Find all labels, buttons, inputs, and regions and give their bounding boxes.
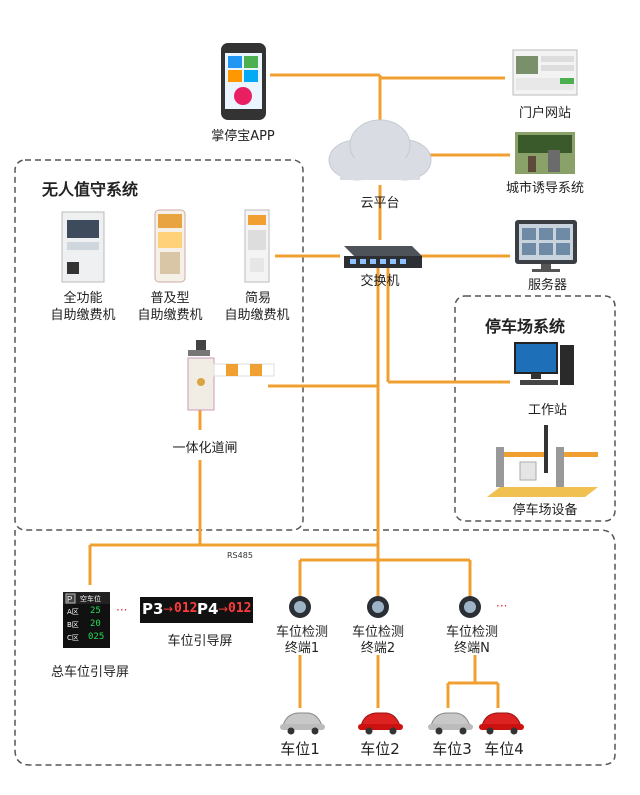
- label-detector-nb: 终端N: [454, 641, 490, 656]
- unattended-group-box: [14, 159, 304, 531]
- label-switch: 交换机: [360, 274, 400, 289]
- label-detector-2a: 车位检测: [351, 625, 404, 640]
- main-guidance-screen-icon: [63, 592, 110, 648]
- label-detector-na: 车位检测: [445, 625, 498, 640]
- label-spot-3: 车位3: [432, 740, 472, 758]
- barrier-gate-icon: [187, 340, 275, 411]
- guide-p4-label: P4: [197, 600, 219, 618]
- main-screen-p-icon: P: [67, 595, 72, 604]
- phone-app-icon: [221, 43, 266, 120]
- group-title-parking: 停车场系统: [485, 317, 566, 336]
- label-detector-1b: 终端1: [284, 641, 320, 656]
- server-monitor-icon: [515, 220, 577, 272]
- guide-p4-value: 012: [228, 601, 252, 616]
- label-spot-2: 车位2: [360, 740, 400, 758]
- label-kiosk-full-2: 自助缴费机: [50, 308, 116, 323]
- label-workstation: 工作站: [527, 403, 567, 418]
- label-server: 服务器: [527, 278, 567, 293]
- label-app: 掌停宝APP: [211, 129, 275, 144]
- field-group-box: [14, 529, 616, 766]
- label-kiosk-full-1: 全功能: [63, 291, 103, 306]
- kiosk-standard-icon: [154, 209, 186, 283]
- main-screen-row-a-value: 25: [90, 606, 101, 616]
- label-city: 城市诱导系统: [505, 181, 584, 196]
- cloud-icon: [328, 119, 432, 181]
- guide-p3-value: 012: [174, 601, 198, 616]
- label-cloud: 云平台: [360, 196, 400, 211]
- kiosk-full-icon: [61, 211, 105, 283]
- label-kiosk-simple-1: 简易: [244, 291, 271, 306]
- parking-equipment-icon: [487, 425, 598, 497]
- main-screen-row-b-value: 20: [90, 619, 101, 629]
- label-portal: 门户网站: [518, 106, 571, 121]
- workstation-icon: [514, 342, 574, 385]
- main-screen-row-c-value: 025: [88, 632, 105, 642]
- connection-lines: [88, 73, 510, 708]
- guide-p3-label: P3: [142, 600, 164, 618]
- label-detector-2b: 终端2: [360, 641, 396, 656]
- label-parking-device: 停车场设备: [512, 503, 578, 518]
- guidance-screen-icon: [140, 597, 253, 623]
- kiosk-simple-icon: [244, 209, 270, 283]
- city-guidance-icon: [515, 132, 575, 174]
- label-kiosk-std-2: 自助缴费机: [137, 308, 203, 323]
- label-spot-1: 车位1: [280, 740, 320, 758]
- ellipsis-screens: ···: [116, 603, 127, 617]
- guide-p4-arrow: →: [218, 602, 229, 616]
- car-icons: [280, 712, 524, 735]
- main-screen-row-b-zone: B区: [67, 621, 79, 629]
- label-guide-screen: 车位引导屏: [167, 634, 233, 649]
- main-screen-head: 空车位: [80, 595, 101, 603]
- label-kiosk-std-1: 普及型: [150, 291, 190, 306]
- ellipsis-detectors: ···: [496, 599, 507, 613]
- portal-website-icon: [512, 49, 578, 96]
- network-switch-icon: [344, 246, 422, 268]
- guide-p3-arrow: →: [163, 602, 174, 616]
- label-main-screen: 总车位引导屏: [50, 665, 129, 680]
- group-title-unattended: 无人值守系统: [42, 180, 139, 199]
- main-screen-row-a-zone: A区: [67, 608, 79, 616]
- parking-system-box: [454, 295, 616, 522]
- detector-icons: [289, 596, 481, 618]
- bus-label: RS485: [227, 551, 253, 560]
- label-gate: 一体化道闸: [172, 441, 238, 456]
- label-spot-4: 车位4: [484, 740, 524, 758]
- label-detector-1a: 车位检测: [275, 625, 328, 640]
- label-kiosk-simple-2: 自助缴费机: [224, 308, 290, 323]
- main-screen-row-c-zone: C区: [67, 634, 79, 642]
